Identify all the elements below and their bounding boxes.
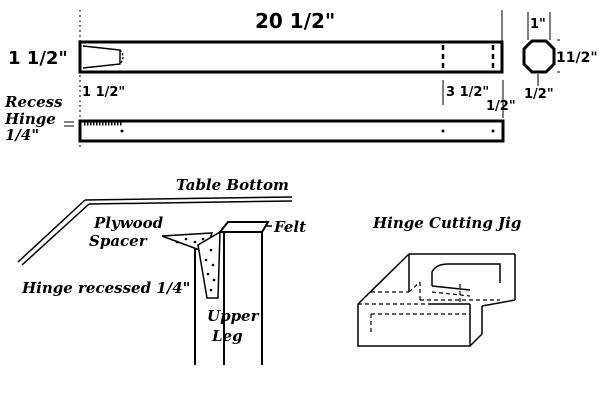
jig-view: Hinge Cutting Jig xyxy=(357,214,521,347)
table-edge-inner xyxy=(21,203,90,266)
end-width-label: 1" xyxy=(530,17,546,32)
jig-hidden-7 xyxy=(431,291,471,297)
leg-board-side xyxy=(78,119,505,143)
upper-leg-label-line-1: Upper xyxy=(207,307,260,325)
hole-mark-2 xyxy=(441,129,445,133)
upper-leg-label-line-2: Leg xyxy=(211,327,243,345)
table-bottom-label: Table Bottom xyxy=(176,176,289,194)
table-top-inner xyxy=(88,200,293,205)
jig-front-face xyxy=(357,304,471,347)
octagon-section xyxy=(522,39,556,74)
leg-board-top xyxy=(78,40,504,74)
table-edge-outer xyxy=(17,199,86,263)
jig-slot-outline xyxy=(431,263,501,286)
plywood-label-line-1: Plywood xyxy=(93,214,164,232)
hinge-pocket-outline xyxy=(82,45,121,69)
spacer-screw-4 xyxy=(201,237,205,241)
jig-hidden-4 xyxy=(408,281,421,293)
hinge-recessed-label: Hinge recessed 1/4" xyxy=(21,279,190,297)
hinge-screw-2 xyxy=(204,258,208,262)
assembly-view: Table Bottom Plywood Spacer Felt Hinge r… xyxy=(17,176,306,365)
jig-slot-bottom xyxy=(431,285,471,291)
hinge-screw-6 xyxy=(209,288,213,292)
end-view: 1" 11/2" 1/2" xyxy=(522,12,598,102)
plywood-label-line-2: Spacer xyxy=(89,232,148,250)
spacer-screw-3 xyxy=(193,240,197,244)
top-view: 20 1/2" 1 1/2" 1 1/2" 3 1/2" 1/2" xyxy=(8,9,516,150)
hinge-screw-1 xyxy=(209,248,213,252)
jig-left-top-edge xyxy=(357,253,410,305)
table-top-outer xyxy=(84,196,293,201)
hinge-screw-3 xyxy=(211,263,215,267)
hinge-screw-5 xyxy=(212,278,216,282)
jig-title: Hinge Cutting Jig xyxy=(372,214,521,232)
hinge-pocket-curve xyxy=(119,49,124,65)
spacer-screw-2 xyxy=(184,237,188,241)
felt-pad xyxy=(217,221,270,233)
jig-upper-bottom xyxy=(481,299,516,307)
end-bottom-label: 1/2" xyxy=(524,87,554,102)
end-dim-label: 1/2" xyxy=(486,99,516,114)
jig-right-bottom-edge xyxy=(469,333,483,347)
hinge-plate xyxy=(197,230,221,299)
spacer-screw-1 xyxy=(175,240,179,244)
left-dim-label: 1 1/2" xyxy=(82,85,125,100)
recess-label-line-1: Recess xyxy=(4,93,63,111)
felt-label: Felt xyxy=(273,218,306,236)
recess-label-line-2: Hinge xyxy=(4,110,56,128)
thickness-label: 1 1/2" xyxy=(8,48,68,69)
hole-mark-1 xyxy=(120,129,124,133)
hinge-screw-4 xyxy=(206,272,210,276)
side-view: Recess Hinge 1/4" xyxy=(4,93,505,144)
length-label: 20 1/2" xyxy=(255,9,335,33)
right-dim-label: 3 1/2" xyxy=(446,85,489,100)
end-height-label: 11/2" xyxy=(556,50,598,66)
recess-label-line-3: 1/4" xyxy=(5,126,39,144)
hole-mark-3 xyxy=(491,129,495,133)
